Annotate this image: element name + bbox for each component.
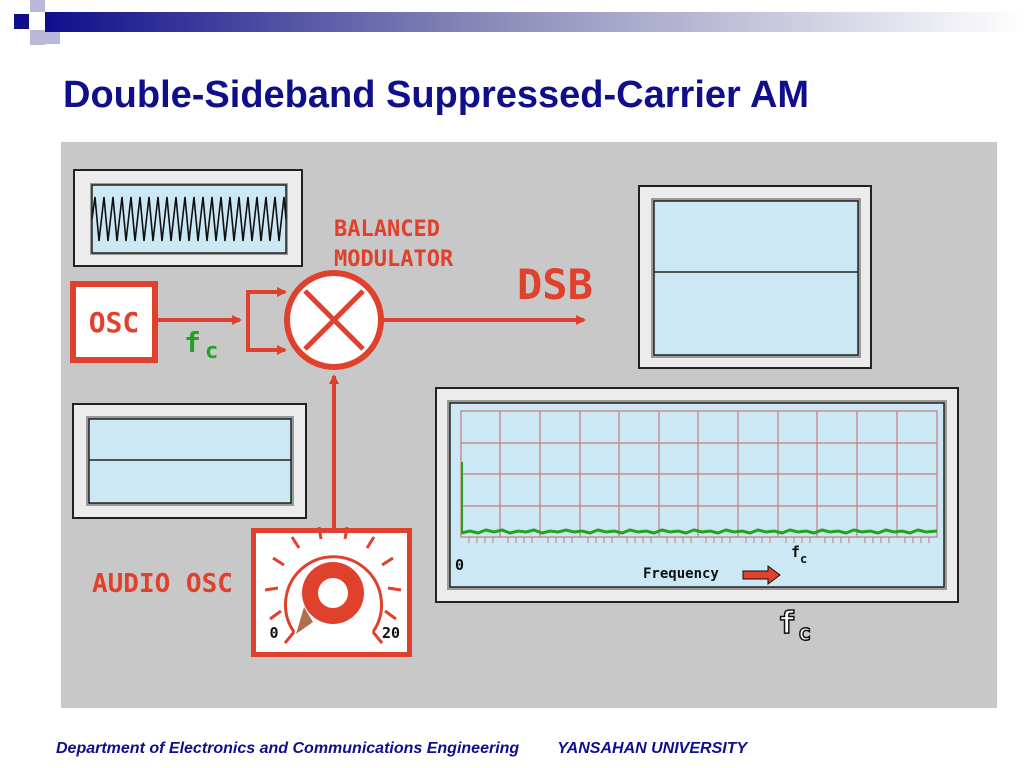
osc-box: OSC xyxy=(70,281,158,363)
fc-label-c: c xyxy=(205,339,218,364)
spectrum-fc-f: f xyxy=(791,543,800,561)
spectrum-fc-c: c xyxy=(800,552,807,566)
dsb-label: DSB xyxy=(517,260,593,309)
fc-label-f: f xyxy=(184,326,201,359)
osc-label: OSC xyxy=(89,306,140,339)
dsb-sc-diagram: OSC f c BALANCED MODULATOR DSB xyxy=(70,169,959,657)
audio-osc-box: 0 20 xyxy=(251,526,412,657)
corner-decoration xyxy=(0,0,1024,45)
carrier-scope xyxy=(73,169,303,267)
balanced-modulator-mixer xyxy=(284,270,384,370)
slide-title: Double-Sideband Suppressed-Carrier AM xyxy=(63,74,810,116)
balanced-modulator-label-1: BALANCED xyxy=(334,217,440,242)
frequency-arrow-icon xyxy=(742,565,781,585)
audio-osc-label: AUDIO OSC xyxy=(92,569,233,599)
balanced-modulator-label-2: MODULATOR xyxy=(334,247,454,272)
dsb-scope xyxy=(638,185,872,369)
diagram-panel: OSC f c BALANCED MODULATOR DSB xyxy=(61,142,997,708)
footer-department: Department of Electronics and Communicat… xyxy=(56,740,520,757)
spectrum-frequency-label: Frequency xyxy=(643,566,719,582)
dial-min-label: 0 xyxy=(269,624,278,642)
footer-university: YANSAHAN UNIVERSITY xyxy=(557,740,748,757)
audio-scope xyxy=(72,403,307,519)
bottom-fc-c: c xyxy=(798,621,811,646)
spectrum-origin-label: 0 xyxy=(455,556,464,574)
dial-pointer xyxy=(296,607,313,634)
spectrum-analyzer: 0 f c Frequency xyxy=(435,387,959,603)
dial-ticks xyxy=(264,526,402,644)
carrier-wires xyxy=(158,287,287,355)
dial-max-label: 20 xyxy=(382,624,400,642)
footer: Department of Electronics and Communicat… xyxy=(56,740,747,758)
spectrum-grid xyxy=(460,410,938,538)
carrier-waveform xyxy=(91,196,287,242)
spectrum-noise-floor xyxy=(460,528,938,535)
spectrum-minor-ticks xyxy=(468,537,930,543)
bottom-fc-f: f xyxy=(778,606,796,641)
